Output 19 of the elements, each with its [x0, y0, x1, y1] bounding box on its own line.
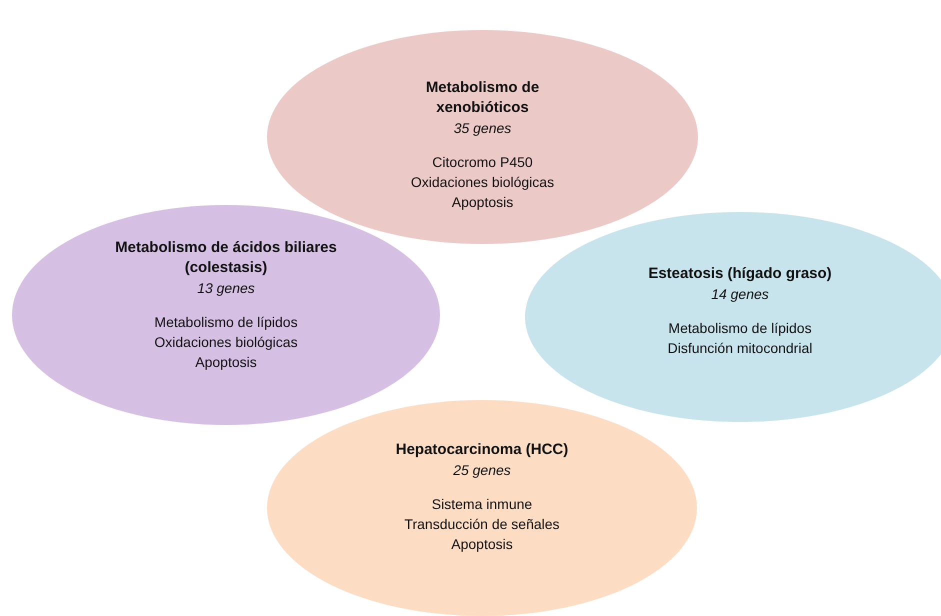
function-item: Metabolismo de lípidos [668, 319, 812, 338]
function-item: Oxidaciones biológicas [410, 173, 554, 192]
function-item: Apoptosis [195, 353, 257, 372]
topic-title: Metabolismo de xenobióticos [424, 78, 540, 118]
gene-count: 25 genes [453, 461, 511, 480]
function-item: Transducción de señales [404, 515, 560, 534]
topic-title: Metabolismo de ácidos biliares (colestasis) [114, 238, 338, 278]
function-item: Oxidaciones biológicas [154, 333, 298, 352]
function-item: Citocromo P450 [432, 153, 533, 172]
function-item: Apoptosis [452, 193, 514, 212]
function-item: Metabolismo de lípidos [154, 313, 298, 332]
function-item: Apoptosis [451, 535, 513, 554]
function-item: Disfunción mitocondrial [668, 339, 812, 358]
topic-title: Esteatosis (hígado graso) [648, 264, 832, 284]
gene-count: 14 genes [711, 285, 769, 304]
topic-title: Hepatocarcinoma (HCC) [396, 440, 568, 460]
gene-count: 13 genes [197, 279, 255, 298]
function-item: Sistema inmune [432, 495, 532, 514]
gene-count: 35 genes [454, 119, 512, 138]
